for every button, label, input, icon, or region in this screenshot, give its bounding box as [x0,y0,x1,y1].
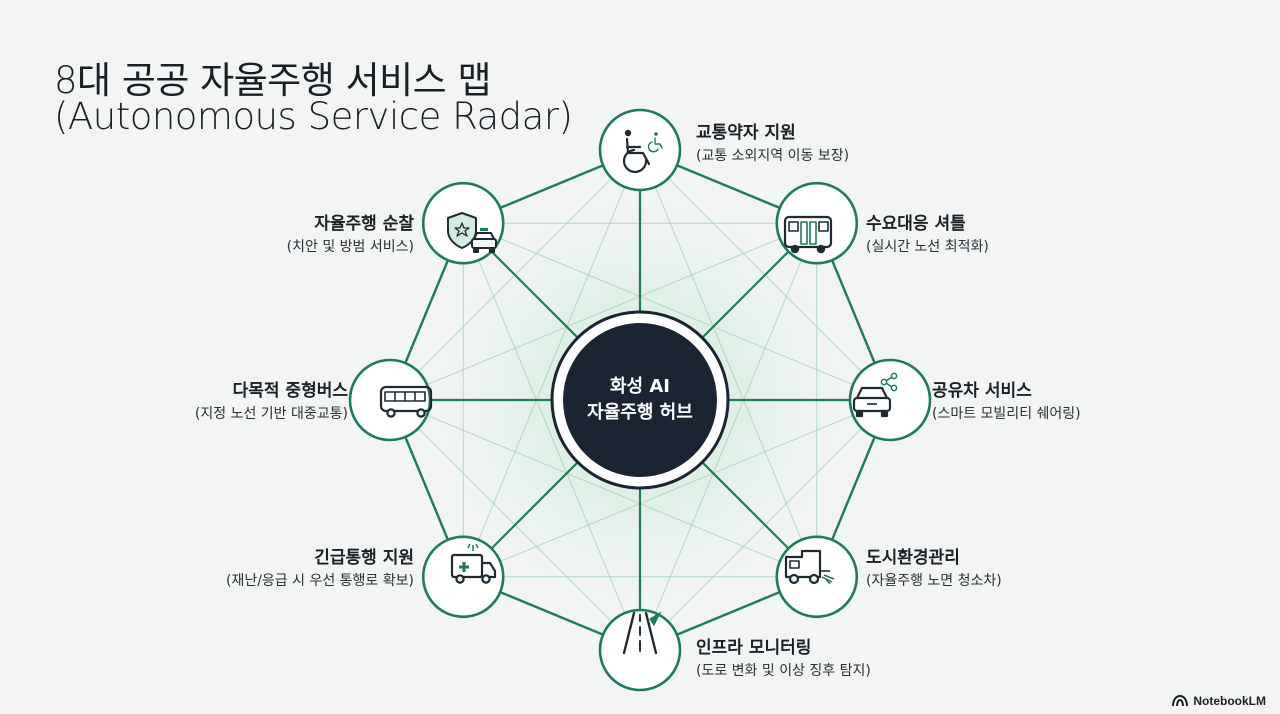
ambulance-icon [450,543,497,584]
node-label-infra-monitoring: 인프라 모니터링 (도로 변화 및 이상 징후 탐지) [696,637,871,681]
node-name: 교통약자 지원 [696,123,796,143]
node-desc: (도로 변화 및 이상 징후 탐지) [696,663,871,679]
node-name: 공유차 서비스 [932,381,1032,401]
radar-chord [639,223,818,651]
hub-label-line2: 자율주행 허브 [587,402,693,423]
node-desc: (스마트 모빌리티 쉐어링) [932,406,1081,422]
node-desc: (치안 및 방범 서비스) [286,239,414,255]
node-name: 도시환경관리 [866,548,960,568]
patrol-shield-car-icon [447,212,497,253]
road-icon [622,611,662,655]
node-desc: (지정 노선 기반 대중교통) [194,406,348,422]
node-label-multi-bus: 다목적 중형버스 (지정 노선 기반 대중교통) [195,380,348,424]
node-name: 수요대응 셔틀 [866,214,966,234]
node-label-city-cleaning: 도시환경관리 (자율주행 노면 청소차) [866,547,1002,591]
node-desc: (실시간 노선 최적화) [866,239,989,255]
hub-label-line1: 화성 AI [610,376,670,397]
radar-chord [639,149,818,577]
node-name: 다목적 중형버스 [232,381,348,401]
street-sweeper-icon [784,549,835,585]
node-desc: (재난/응급 시 우선 통행로 확보) [225,573,414,589]
node-label-emergency-support: 긴급통행 지원 (재난/응급 시 우선 통행로 확보) [226,547,414,591]
node-desc: (자율주행 노면 청소차) [866,573,1002,589]
node-label-mobility-assist: 교통약자 지원 (교통 소외지역 이동 보장) [696,122,849,166]
node-label-patrol: 자율주행 순찰 (치안 및 방범 서비스) [287,213,414,257]
radar-chord [389,399,817,578]
node-name: 긴급통행 지원 [314,548,414,568]
radar-chord [463,399,891,578]
page-subtitle: (Autonomous Service Radar) [54,95,573,138]
node-name: 인프라 모니터링 [696,638,812,658]
radar-chord [463,222,891,401]
radar-chord [462,223,641,651]
brand-name: NotebookLM [1193,694,1266,708]
node-circle-mobility-assist [598,108,682,192]
node-label-drt-shuttle: 수요대응 셔틀 (실시간 노선 최적화) [866,213,989,257]
node-name: 자율주행 순찰 [314,214,414,234]
hub: 화성 AI 자율주행 허브 [550,310,730,490]
radar-chord [389,222,817,401]
bus-icon [379,385,433,418]
notebooklm-logo-icon [1172,695,1189,707]
shuttle-bus-icon [783,215,833,254]
shared-car-icon [852,372,898,418]
node-label-car-sharing: 공유차 서비스 (스마트 모빌리티 쉐어링) [932,380,1081,424]
radar-chord [462,149,641,577]
brand-footer: NotebookLM [1172,694,1266,708]
wheelchair-icon [622,129,663,174]
node-desc: (교통 소외지역 이동 보장) [696,148,850,164]
node-circle-multi-bus [348,358,432,442]
page-title: 8대 공공 자율주행 서비스 맵 [54,59,492,102]
